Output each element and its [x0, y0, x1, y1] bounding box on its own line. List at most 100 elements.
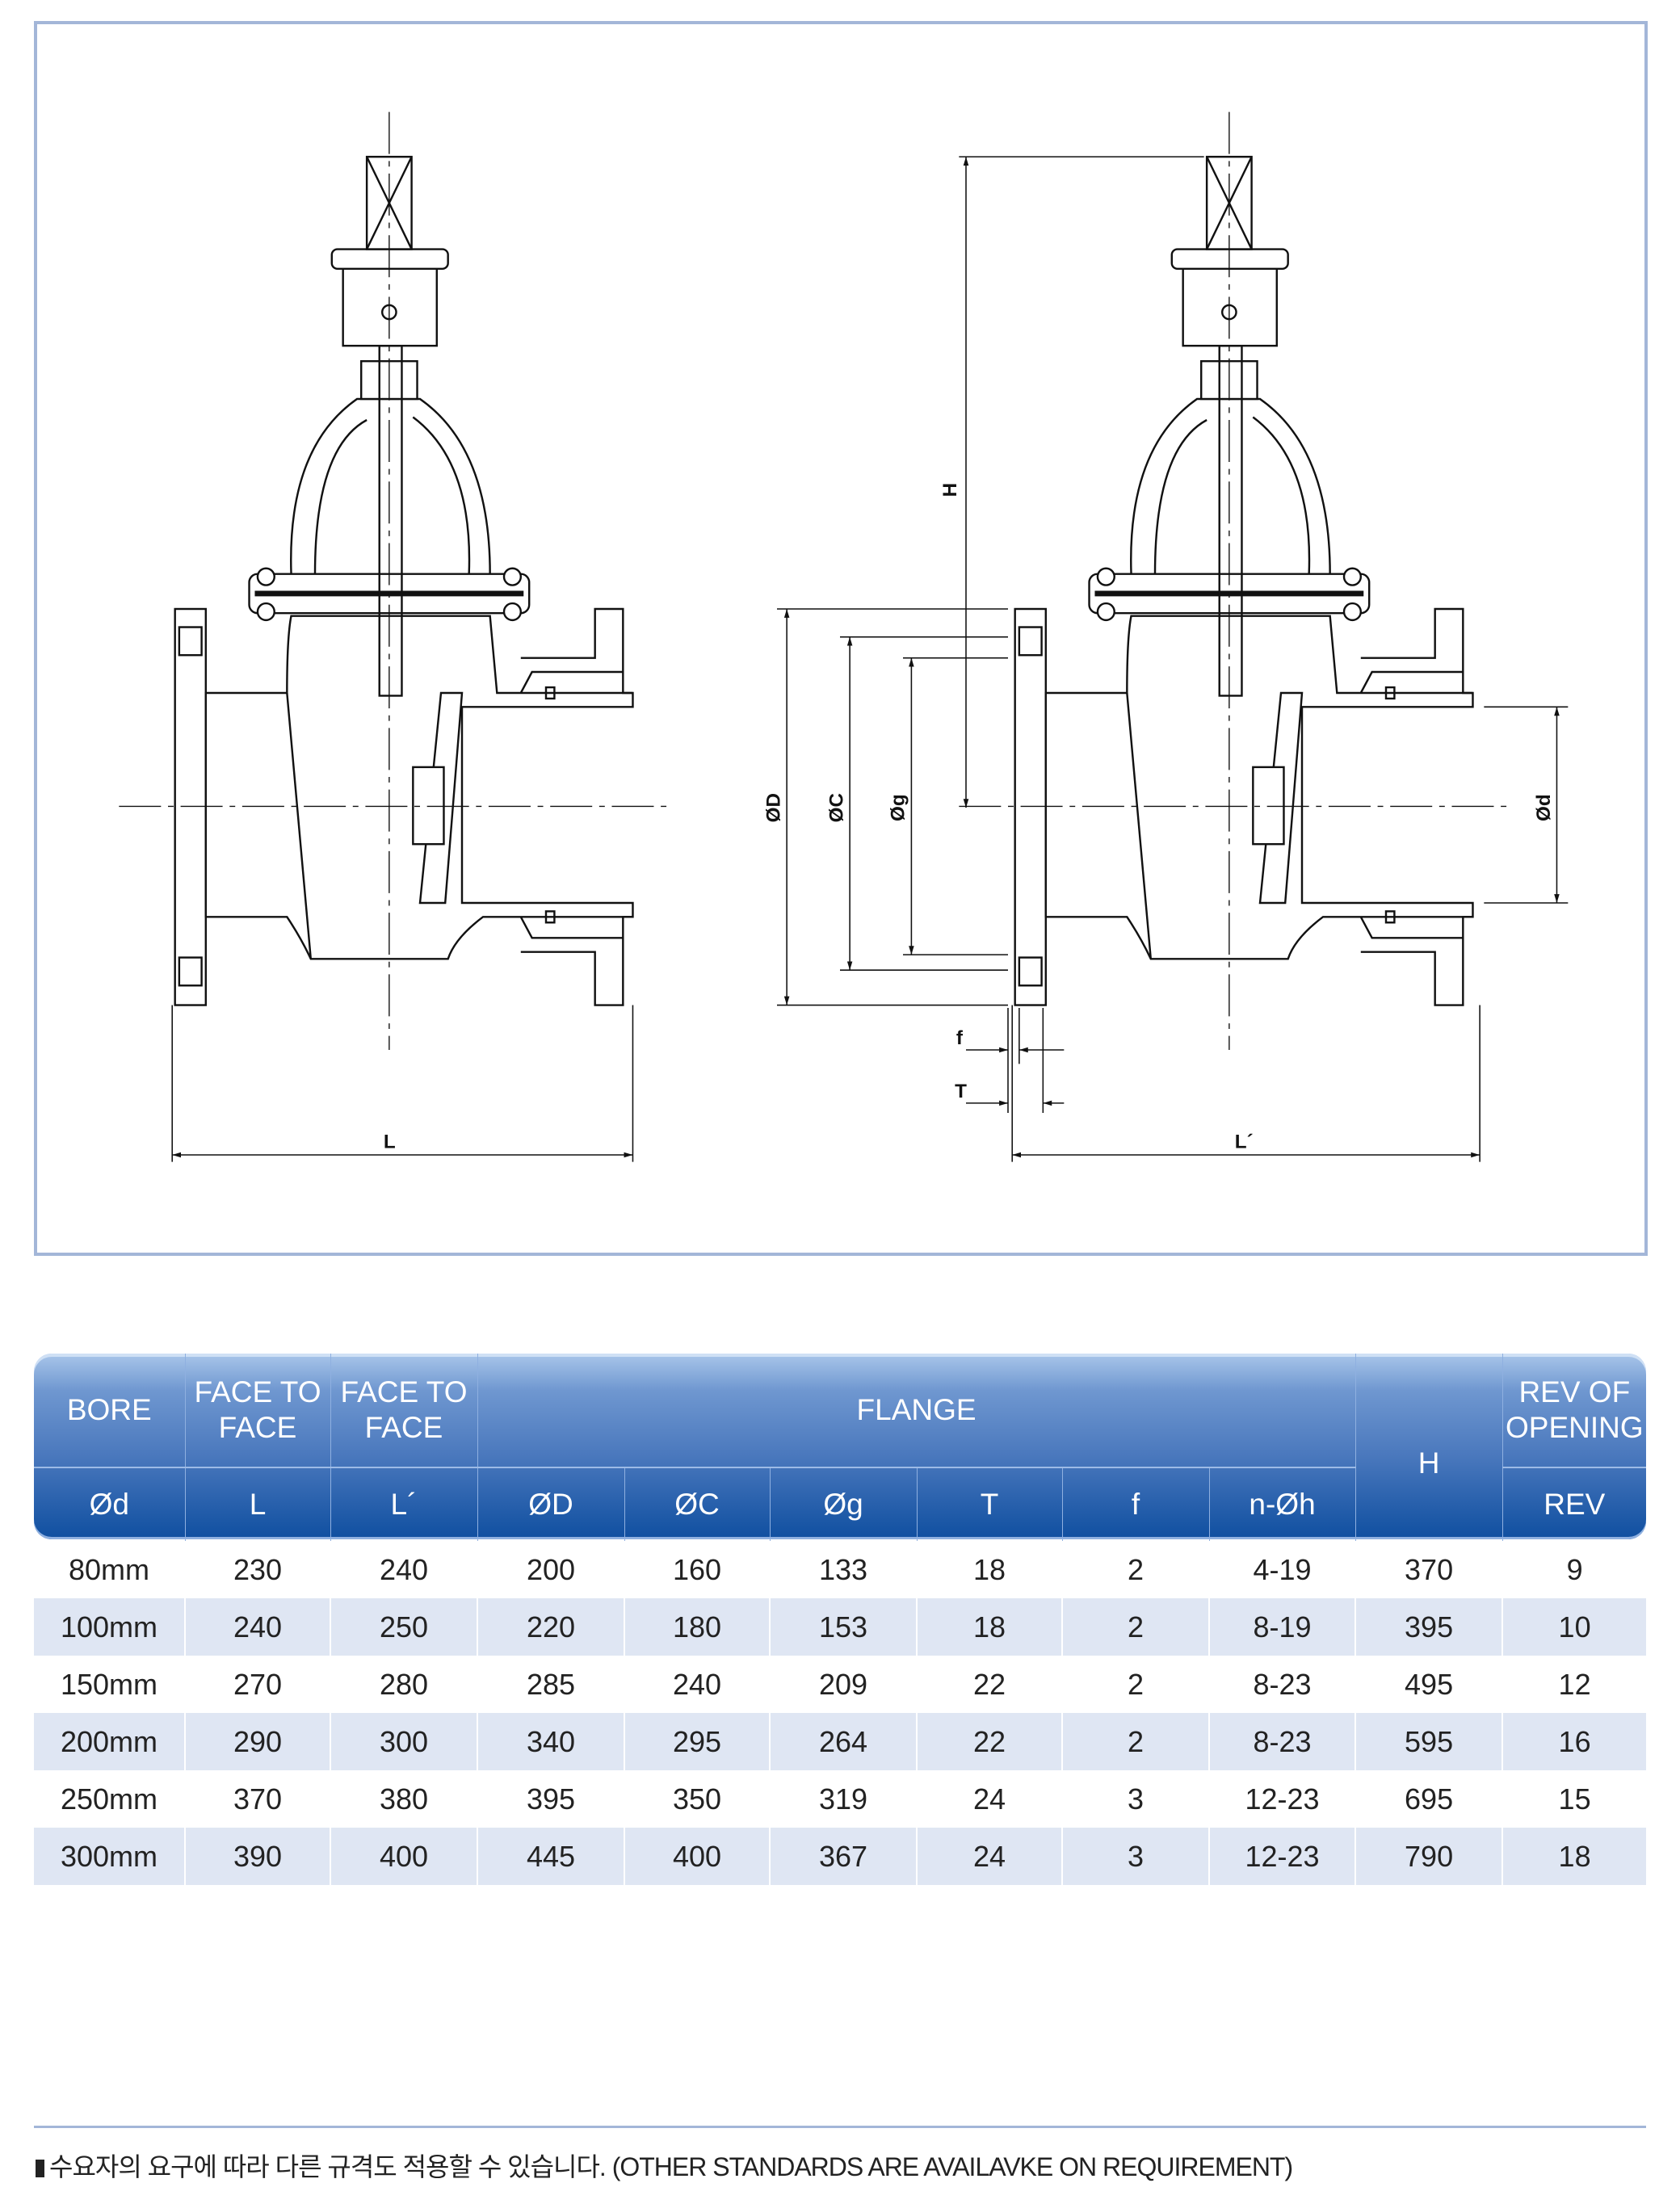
subheader-f: f [1061, 1467, 1209, 1541]
subheader-n-oh: n-Øh [1208, 1467, 1356, 1541]
table-cell: 367 [769, 1828, 917, 1885]
table-cell: 18 [916, 1598, 1062, 1656]
dim-label-OD: ØD [762, 793, 784, 822]
table-cell: 495 [1354, 1656, 1503, 1713]
table-cell: 2 [1061, 1713, 1209, 1770]
table-cell: 300 [330, 1713, 477, 1770]
dim-label-T: T [955, 1081, 967, 1102]
table-cell: 220 [477, 1598, 624, 1656]
table-cell: 24 [916, 1828, 1062, 1885]
dim-label-L: L [384, 1131, 396, 1152]
table-cell: 395 [1354, 1598, 1503, 1656]
table-cell: 150mm [60, 1667, 158, 1701]
subheader-OD: ØD [477, 1467, 624, 1541]
header-face-to-face-L: FACE TO FACE [184, 1354, 330, 1467]
table-cell: 445 [477, 1828, 624, 1885]
table-cell: 2 [1061, 1598, 1209, 1656]
table-cell: 200 [477, 1541, 624, 1598]
header-rev-of-opening: REV OF OPENING [1502, 1354, 1647, 1467]
table-cell: 8-19 [1208, 1598, 1356, 1656]
dim-label-L-prime: L´ [1235, 1131, 1254, 1152]
table-cell: 22 [916, 1713, 1062, 1770]
header-bore: BORE [66, 1393, 152, 1426]
table-cell: 270 [184, 1656, 330, 1713]
footnote: 수요자의 요구에 따라 다른 규격도 적용할 수 있습니다. (OTHER ST… [36, 2147, 1293, 2184]
subheader-Og: Øg [769, 1467, 917, 1541]
dim-label-Od: Ød [1533, 794, 1555, 821]
specification-table: BORE FACE TO FACE FACE TO FACE FLANGE H … [34, 1354, 1647, 1885]
table-cell: 12-23 [1208, 1770, 1356, 1828]
table-cell: 230 [184, 1541, 330, 1598]
subheader-od: Ød [34, 1467, 185, 1541]
valve-left-view [119, 112, 672, 1050]
dim-label-Og: Øg [888, 794, 909, 821]
table-cell: 790 [1354, 1828, 1503, 1885]
table-cell: 8-23 [1208, 1713, 1356, 1770]
table-cell: 350 [624, 1770, 770, 1828]
table-cell: 160 [624, 1541, 770, 1598]
table-cell: 4-19 [1208, 1541, 1356, 1598]
subheader-T: T [916, 1467, 1062, 1541]
table-cell: 12 [1502, 1656, 1647, 1713]
table-cell: 240 [330, 1541, 477, 1598]
valve-technical-drawing: L L´ H ØD ØC Øg Ød f T [0, 0, 1569, 1162]
table-cell: 16 [1502, 1713, 1647, 1770]
table-cell: 400 [624, 1828, 770, 1885]
table-cell: 250mm [60, 1782, 158, 1816]
footnote-text: 수요자의 요구에 따라 다른 규격도 적용할 수 있습니다. (OTHER ST… [49, 2152, 1293, 2181]
table-cell: 240 [184, 1598, 330, 1656]
table-cell: 285 [477, 1656, 624, 1713]
header-face-to-face-L-prime: FACE TO FACE [330, 1354, 477, 1467]
subheader-L-prime: L´ [330, 1467, 477, 1541]
dimension-lines [171, 156, 1569, 1162]
table-cell: 295 [624, 1713, 770, 1770]
table-cell: 370 [184, 1770, 330, 1828]
table-cell: 80mm [68, 1552, 150, 1586]
table-cell: 395 [477, 1770, 624, 1828]
dim-label-H: H [939, 483, 961, 497]
table-cell: 370 [1354, 1541, 1503, 1598]
table-cell: 12-23 [1208, 1828, 1356, 1885]
table-cell: 180 [624, 1598, 770, 1656]
subheader-L: L [184, 1467, 330, 1541]
table-cell: 2 [1061, 1656, 1209, 1713]
drawing-frame [34, 21, 1648, 1256]
table-cell: 8-23 [1208, 1656, 1356, 1713]
table-cell: 340 [477, 1713, 624, 1770]
header-H: H [1354, 1354, 1503, 1541]
table-cell: 280 [330, 1656, 477, 1713]
table-cell: 3 [1061, 1770, 1209, 1828]
table-cell: 200mm [34, 1713, 185, 1770]
table-cell: 153 [769, 1598, 917, 1656]
bullet-icon [36, 2160, 44, 2177]
table-cell: 100mm [34, 1598, 185, 1656]
subheader-OC: ØC [624, 1467, 770, 1541]
table-cell: 22 [916, 1656, 1062, 1713]
table-cell: 15 [1502, 1770, 1647, 1828]
table-cell: 2 [1061, 1541, 1209, 1598]
table-cell: 18 [916, 1541, 1062, 1598]
table-cell: 133 [769, 1541, 917, 1598]
table-cell: 250 [330, 1598, 477, 1656]
valve-right-view [959, 112, 1512, 1050]
table-cell: 18 [1502, 1828, 1647, 1885]
table-cell: 595 [1354, 1713, 1503, 1770]
table-cell: 695 [1354, 1770, 1503, 1828]
table-cell: 380 [330, 1770, 477, 1828]
footnote-divider [34, 2126, 1646, 2128]
dim-label-OC: ØC [825, 793, 847, 822]
table-cell: 290 [184, 1713, 330, 1770]
header-flange: FLANGE [477, 1354, 1356, 1467]
table-cell: 24 [916, 1770, 1062, 1828]
table-cell: 10 [1502, 1598, 1647, 1656]
subheader-rev: REV [1502, 1467, 1647, 1541]
table-cell: 264 [769, 1713, 917, 1770]
table-cell: 9 [1502, 1541, 1647, 1598]
table-cell: 240 [624, 1656, 770, 1713]
table-cell: 400 [330, 1828, 477, 1885]
